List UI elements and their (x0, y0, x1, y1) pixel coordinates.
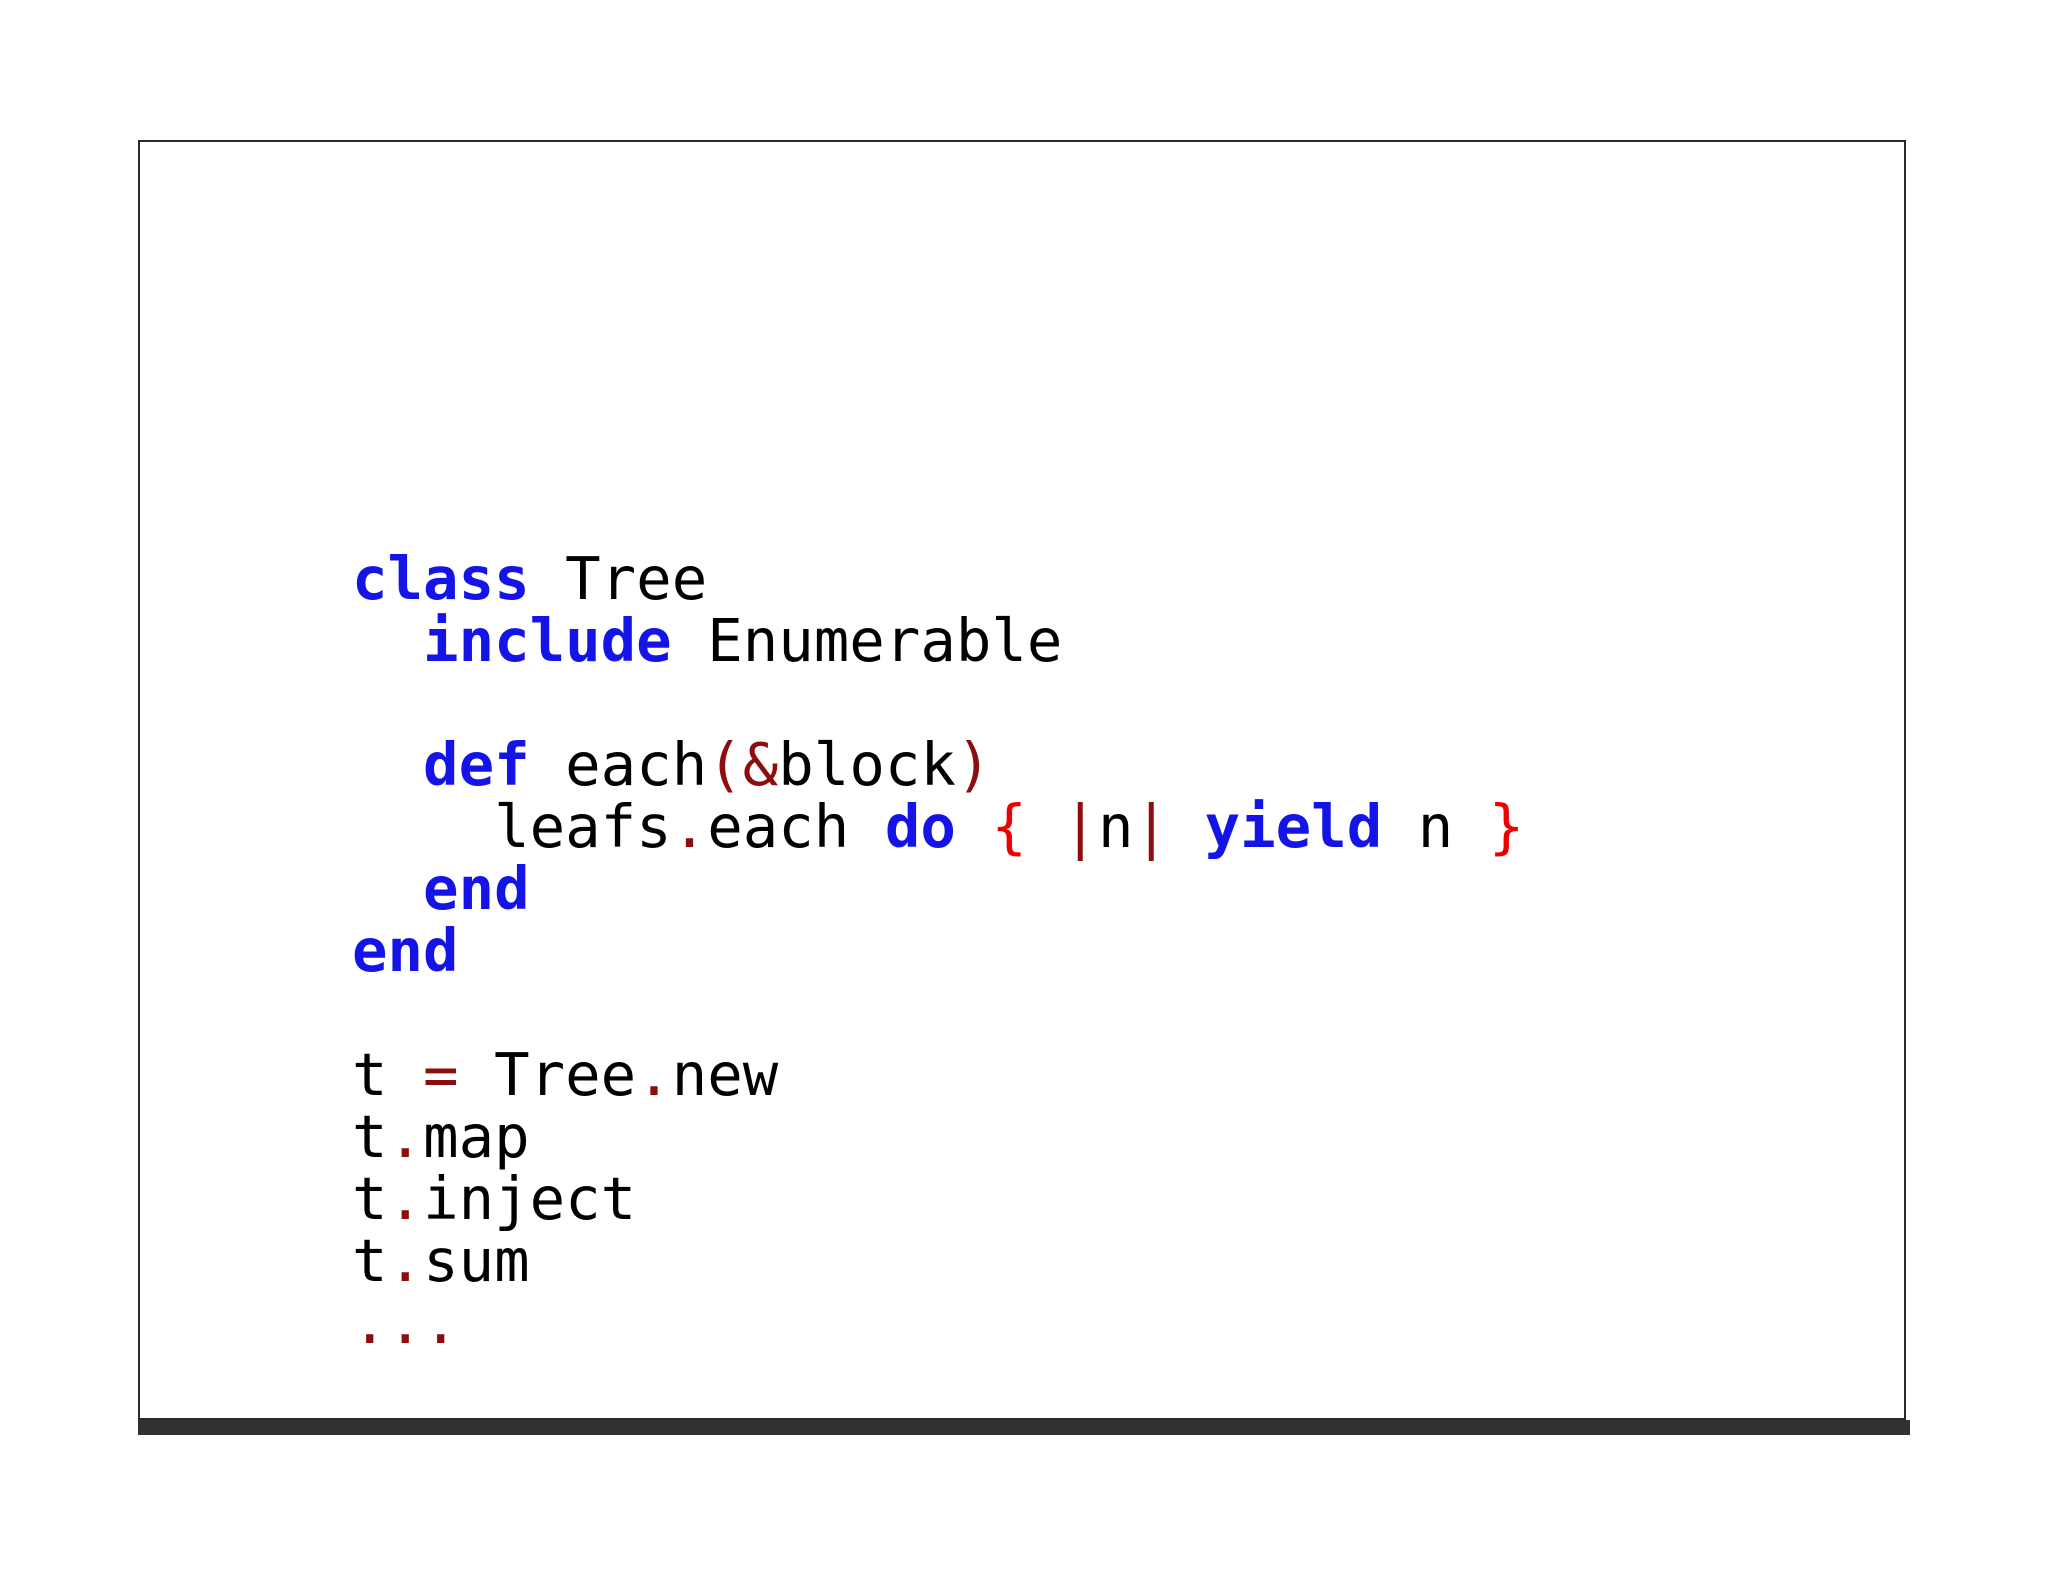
code-token-plain: sum (423, 1226, 530, 1295)
code-token-plain: inject (423, 1164, 637, 1233)
code-token-punctuation: . (387, 1102, 424, 1171)
code-token-keyword: do (884, 792, 956, 861)
code-line (352, 672, 1524, 734)
code-token-keyword: def (423, 730, 530, 799)
code-token-plain: t (352, 1226, 388, 1295)
code-token-punctuation: | (1062, 792, 1099, 861)
code-line: leafs.each do { |n| yield n } (352, 796, 1524, 858)
code-token-keyword: yield (1204, 792, 1383, 861)
code-token-plain: Tree (529, 544, 708, 613)
slide-bottom-shadow-bar (138, 1420, 1910, 1435)
code-block: class Tree include Enumerable def each(&… (352, 548, 1524, 1354)
code-token-plain: leafs (352, 792, 672, 861)
code-token-plain (1027, 792, 1063, 861)
code-token-punctuation: . (387, 1164, 424, 1233)
code-token-plain: each (529, 730, 708, 799)
code-line: t.inject (352, 1168, 1524, 1230)
code-line: t.sum (352, 1230, 1524, 1292)
code-token-plain: Enumerable (671, 606, 1063, 675)
code-line: end (352, 920, 1524, 982)
code-line: def each(&block) (352, 734, 1524, 796)
code-line: class Tree (352, 548, 1524, 610)
code-token-plain: map (423, 1102, 530, 1171)
code-token-punctuation: . (387, 1226, 424, 1295)
code-token-plain (352, 730, 423, 799)
code-token-brace: { (991, 792, 1027, 861)
code-token-plain: block (778, 730, 956, 799)
code-token-brace: } (1488, 792, 1525, 861)
code-token-plain: Tree (458, 1040, 637, 1109)
code-line (352, 982, 1524, 1044)
code-token-punctuation: . (636, 1040, 672, 1109)
code-token-punctuation: ) (955, 730, 992, 799)
code-token-plain: n (1098, 792, 1134, 861)
code-token-punctuation: (& (707, 730, 779, 799)
code-token-keyword: end (352, 916, 459, 985)
code-token-ellipsis: ... (352, 1288, 459, 1357)
code-token-plain (352, 854, 423, 923)
code-line: t = Tree.new (352, 1044, 1524, 1106)
slide-frame: class Tree include Enumerable def each(&… (138, 140, 1906, 1420)
code-line: end (352, 858, 1524, 920)
code-token-plain: t (352, 1164, 388, 1233)
code-token-plain: n (1382, 792, 1489, 861)
code-token-plain: new (671, 1040, 779, 1109)
code-line: t.map (352, 1106, 1524, 1168)
code-token-plain: t (352, 1102, 388, 1171)
code-token-punctuation: = (423, 1040, 459, 1109)
code-token-keyword: end (423, 854, 530, 923)
code-token-punctuation: | (1133, 792, 1170, 861)
code-token-plain: t (352, 1040, 424, 1109)
code-token-plain (956, 792, 992, 861)
code-token-keyword: include (423, 606, 672, 675)
code-token-plain: each (707, 792, 885, 861)
code-line: ... (352, 1292, 1524, 1354)
code-token-keyword: class (352, 544, 530, 613)
code-token-plain (1169, 792, 1205, 861)
code-token-plain (352, 606, 423, 675)
code-token-punctuation: . (671, 792, 708, 861)
code-line: include Enumerable (352, 610, 1524, 672)
